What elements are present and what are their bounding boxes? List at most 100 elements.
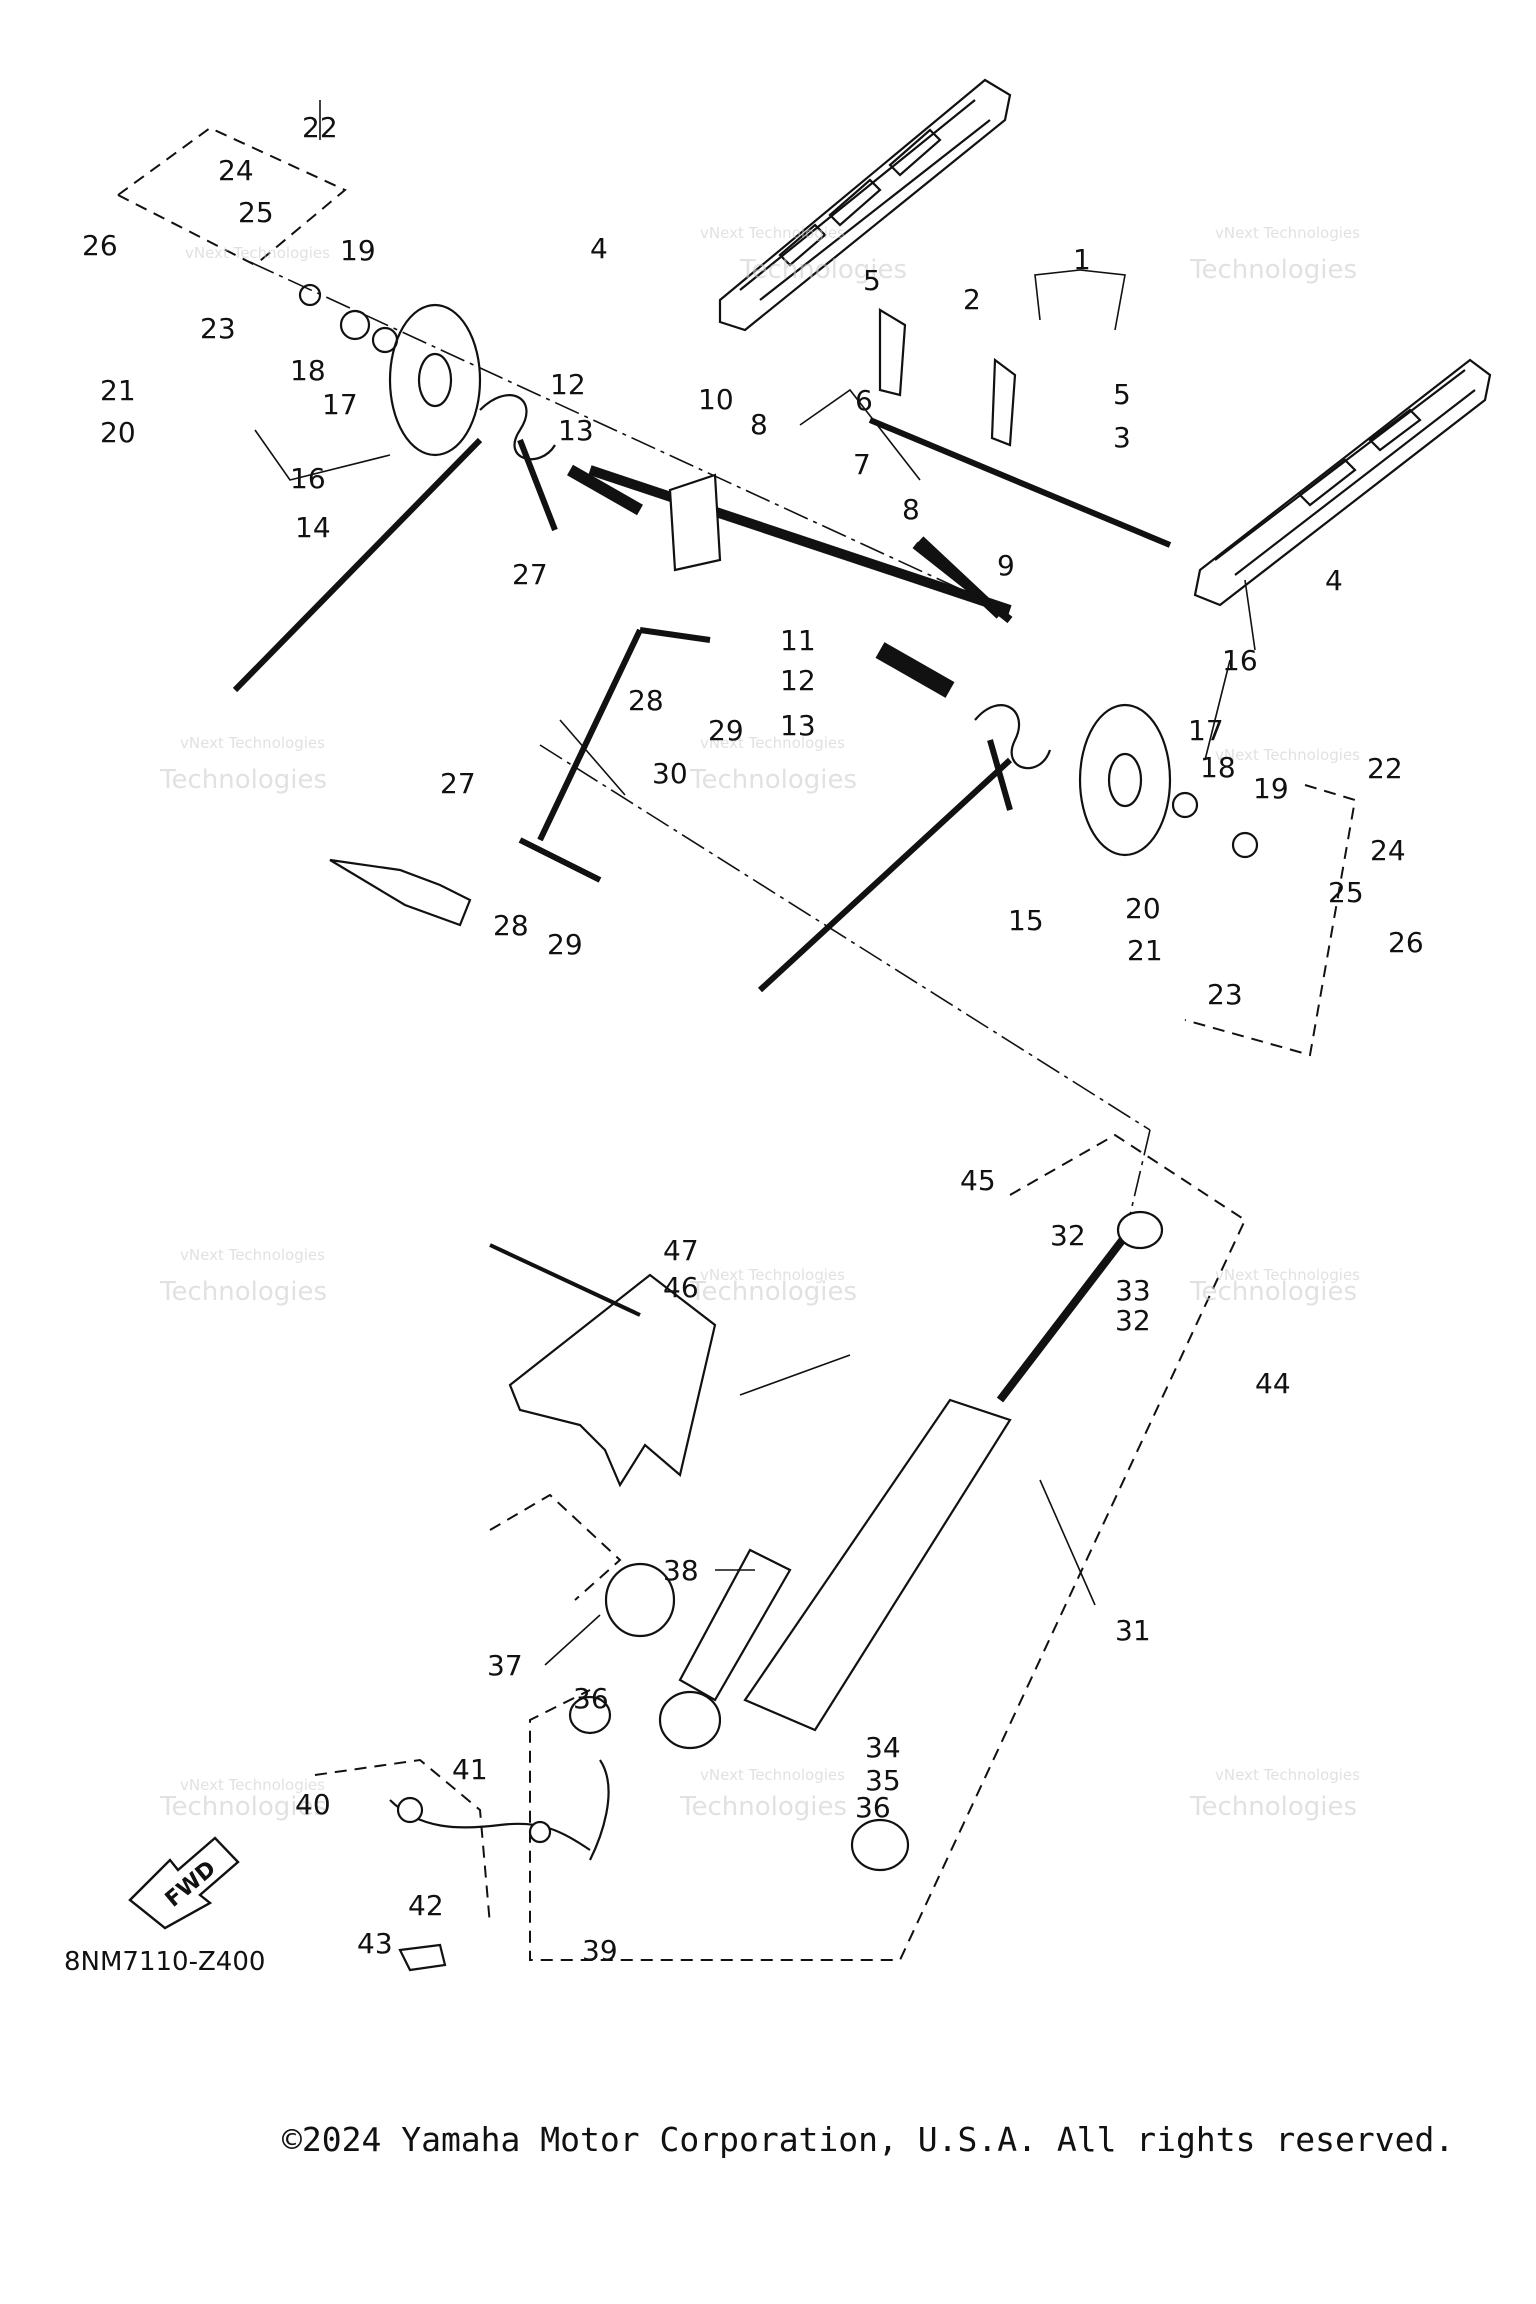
right-wheel-spring [757,703,1259,993]
callout-number: 35 [865,1764,901,1797]
leader-lines [254,100,1256,1666]
callout-number: 34 [865,1731,901,1764]
callout-number: 9 [997,549,1015,582]
watermark-text: vNext Technologies [700,1266,845,1284]
forward-direction-icon: FWD [128,1836,240,1930]
watermarks: vNext Technologies Technologies vNext Te… [159,224,1360,1822]
callout-number: 8 [902,493,920,526]
callout-numbers: 1 2 3 4 4 5 5 6 7 8 8 9 10 11 12 12 13 1… [82,111,1424,1967]
callout-number: 23 [200,312,236,345]
watermark-text: vNext Technologies [700,734,845,752]
callout-number: 22 [302,111,338,144]
callout-number: 18 [290,354,326,387]
callout-number: 14 [295,511,331,544]
callout-number: 19 [340,234,376,267]
callout-number: 20 [100,416,136,449]
callout-number: 11 [780,624,816,657]
callout-number: 33 [1115,1274,1151,1307]
callout-number: 21 [1127,934,1163,967]
callout-number: 7 [853,448,871,481]
shock-absorber [568,1210,1164,1872]
watermark-text: vNext Technologies [1215,746,1360,764]
callout-number: 15 [1008,904,1044,937]
callout-number: 16 [290,462,326,495]
callout-number: 43 [357,1927,393,1960]
watermark-text: vNext Technologies [180,1246,325,1264]
callout-number: 29 [547,928,583,961]
left-wheel-spring [232,283,558,693]
watermark-text: Technologies [1189,1792,1357,1822]
watermark-text: Technologies [1189,1277,1357,1307]
diagram-code: 8NM7110-Z400 [64,1947,266,1977]
watermark-text: Technologies [159,765,327,795]
right-rail-part [1193,358,1492,607]
callout-number: 4 [1325,564,1343,597]
callout-number: 13 [558,414,594,447]
callout-number: 30 [652,757,688,790]
callout-number: 24 [218,154,254,187]
callout-number: 17 [322,388,358,421]
wiring-harness [389,1759,610,1972]
callout-number: 17 [1188,714,1224,747]
callout-number: 25 [1328,876,1364,909]
callout-number: 26 [82,229,118,262]
watermark-text: Technologies [679,1792,847,1822]
left-rail-part [718,78,1012,332]
callout-number: 41 [452,1753,488,1786]
callout-number: 40 [295,1788,331,1821]
callout-number: 42 [408,1889,444,1922]
watermark-text: Technologies [159,1277,327,1307]
watermark-text: vNext Technologies [700,1766,845,1784]
watermark-text: vNext Technologies [700,224,845,242]
watermark-text: vNext Technologies [180,734,325,752]
callout-number: 28 [493,909,529,942]
callout-number: 6 [855,384,873,417]
callout-number: 37 [487,1649,523,1682]
callout-number: 12 [550,368,586,401]
callout-number: 45 [960,1164,996,1197]
callout-number: 22 [1367,752,1403,785]
copyright-notice: ©2024 Yamaha Motor Corporation, U.S.A. A… [282,2120,1455,2159]
callout-number: 47 [663,1234,699,1267]
shield-plate [489,1243,717,1488]
callout-number: 44 [1255,1367,1291,1400]
watermark-text: vNext Technologies [1215,1766,1360,1784]
callout-number: 36 [573,1682,609,1715]
callout-number: 29 [708,714,744,747]
callout-number: 12 [780,664,816,697]
watermark-text: vNext Technologies [1215,224,1360,242]
callout-number: 10 [698,383,734,416]
chain-lines [249,261,1151,1216]
watermark-text: Technologies [689,765,857,795]
callout-number: 20 [1125,892,1161,925]
rod-assembly [329,627,711,927]
callout-number: 36 [855,1791,891,1824]
callout-number: 2 [963,283,981,316]
watermark-text: vNext Technologies [180,1776,325,1794]
watermark-text: vNext Technologies [185,244,330,262]
callout-number: 1 [1073,243,1091,276]
shafts-and-tubes [567,464,1013,698]
callout-number: 23 [1207,978,1243,1011]
callout-number: 26 [1388,926,1424,959]
watermark-text: Technologies [689,1277,857,1307]
watermark-text: Technologies [159,1792,327,1822]
callout-number: 3 [1113,421,1131,454]
callout-number: 24 [1370,834,1406,867]
callout-number: 38 [663,1554,699,1587]
watermark-text: Technologies [739,255,907,285]
callout-number: 5 [863,264,881,297]
watermark-text: Technologies [1189,255,1357,285]
callout-number: 27 [440,767,476,800]
callout-number: 5 [1113,378,1131,411]
callout-number: 31 [1115,1614,1151,1647]
group-brackets [117,126,1357,1961]
callout-number: 28 [628,684,664,717]
callout-number: 25 [238,196,274,229]
callout-number: 21 [100,374,136,407]
callout-number: 18 [1200,751,1236,784]
callout-number: 27 [512,558,548,591]
callout-number: 16 [1222,644,1258,677]
callout-number: 8 [750,408,768,441]
